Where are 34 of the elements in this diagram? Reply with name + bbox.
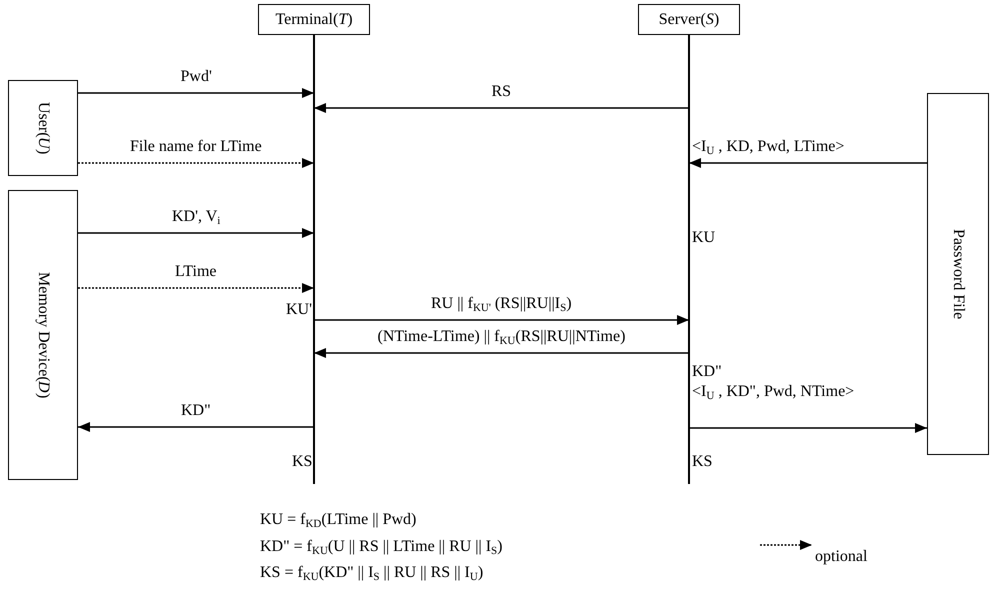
formula-text: KS = f$_{KU}$(KD" || I$_{S}$ || RU || RS || I$_{U}$)	[260, 563, 484, 583]
edge-label: LTime	[175, 262, 217, 282]
variable-label: KU	[692, 228, 716, 248]
dotted-arrow	[78, 283, 314, 293]
edge-label: File name for LTime	[130, 137, 262, 157]
arrow	[314, 315, 689, 325]
entity-box: User(U)	[8, 80, 78, 176]
participant-box: Terminal(T)	[258, 4, 370, 35]
arrow	[314, 103, 689, 113]
edge-label: RS	[492, 82, 512, 102]
entity-box: Memory Device(D)	[8, 190, 78, 480]
edge-label: KD"	[181, 401, 211, 421]
edge-label: Pwd'	[180, 67, 212, 87]
variable-label: KD"	[692, 362, 722, 382]
entity-box: Password File	[927, 93, 989, 455]
participant-box: Server(S)	[638, 4, 740, 35]
formula-text: KU = f$_{KD}$(LTime || Pwd)	[260, 510, 416, 530]
variable-label: KU'	[286, 300, 312, 320]
edge-label: <I$_{U}$ , KD, Pwd, LTime>	[692, 137, 844, 157]
formula-text: KD" = f$_{KU}$(U || RS || LTime || RU || I$_{S}$)	[260, 537, 502, 557]
arrow	[78, 422, 314, 432]
edge-label: (NTime-LTime) || f$_{KU}$(RS||RU||NTime)	[378, 327, 626, 347]
edge-label: RU || f$_{KU'}$ (RS||RU||I$_{S}$)	[431, 294, 572, 314]
legend-text: optional	[815, 547, 868, 567]
arrow	[689, 423, 927, 433]
edge-label: <I$_{U}$ , KD", Pwd, NTime>	[692, 382, 854, 402]
arrow	[689, 158, 927, 168]
variable-label: KS	[692, 452, 712, 472]
dotted-arrow	[78, 158, 314, 168]
arrow	[314, 348, 689, 358]
edge-label: KD', V$_{i}$	[172, 207, 220, 227]
arrow	[78, 88, 314, 98]
variable-label: KS	[292, 452, 312, 472]
arrow	[78, 228, 314, 238]
